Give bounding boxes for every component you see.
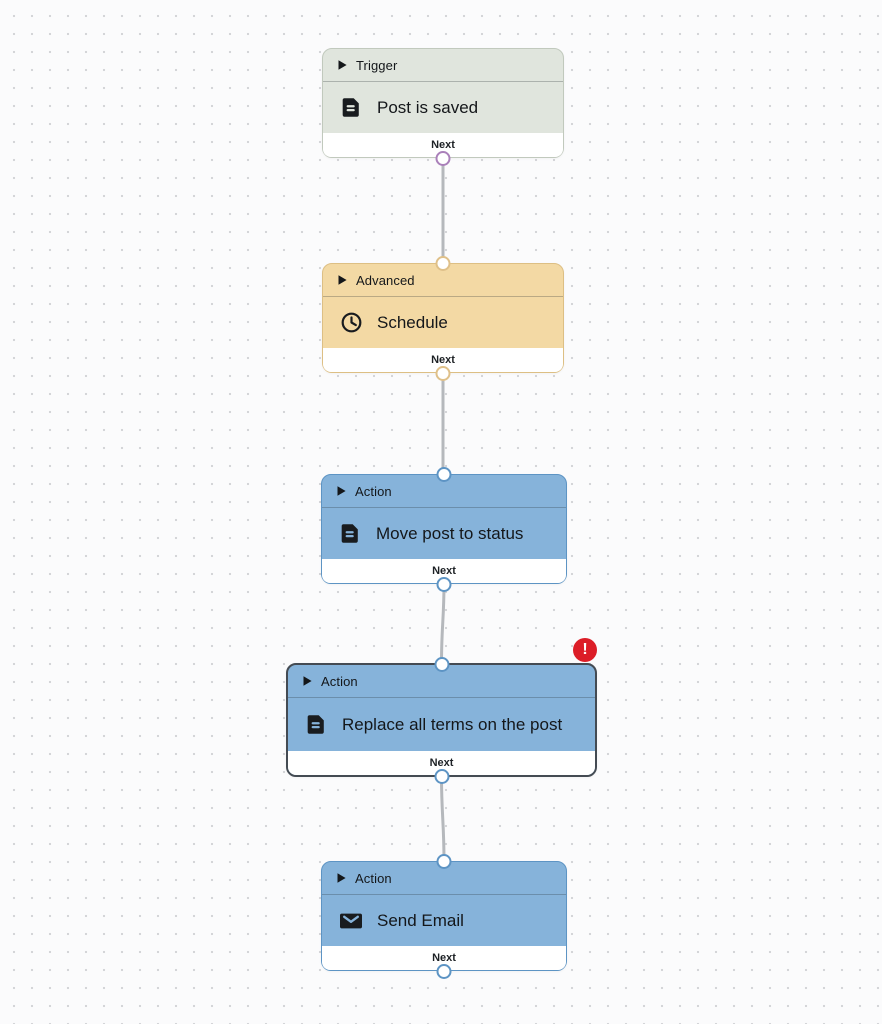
node-body[interactable]: Move post to status (322, 508, 566, 559)
connector-dot-top[interactable] (436, 466, 452, 482)
node-category-label: Action (355, 870, 392, 886)
node-action-replace-all-terms[interactable]: ! Action Replace all terms on the post N… (286, 638, 597, 784)
node-category-label: Advanced (356, 272, 415, 288)
node-category-label: Action (321, 673, 358, 689)
connector-dot-top[interactable] (435, 255, 451, 271)
expand-triangle-icon (337, 873, 346, 883)
next-label: Next (431, 139, 455, 151)
document-icon (305, 713, 328, 736)
node-body[interactable]: Replace all terms on the post (288, 698, 595, 751)
edge-move-to-replace (440, 582, 446, 665)
node-trigger-post-is-saved[interactable]: Trigger Post is saved Next (322, 48, 564, 166)
edge-replace-to-email (440, 775, 446, 863)
node-header[interactable]: Action (288, 665, 595, 698)
clock-icon (340, 311, 363, 334)
node-body[interactable]: Post is saved (323, 82, 563, 133)
node-header[interactable]: Action (322, 862, 566, 895)
node-action-send-email[interactable]: Action Send Email Next (321, 853, 567, 979)
node-category-label: Action (355, 483, 392, 499)
connector-dot-bottom[interactable] (434, 768, 449, 784)
node-title: Post is saved (377, 97, 479, 117)
node-header[interactable]: Advanced (323, 264, 563, 297)
expand-triangle-icon (338, 60, 347, 70)
node-title: Schedule (377, 312, 448, 332)
expand-triangle-icon (303, 676, 312, 686)
node-header[interactable]: Trigger (323, 49, 563, 82)
next-label: Next (429, 757, 454, 769)
email-icon (339, 909, 363, 933)
connector-dot-top[interactable] (434, 656, 449, 672)
expand-triangle-icon (337, 486, 346, 496)
next-label: Next (432, 952, 456, 964)
next-label: Next (432, 565, 456, 577)
connector-dot-bottom[interactable] (436, 963, 452, 979)
connector-dot-bottom[interactable] (436, 576, 452, 592)
node-body[interactable]: Send Email (322, 895, 566, 946)
node-advanced-schedule[interactable]: Advanced Schedule Next (322, 255, 564, 381)
node-header[interactable]: Action (322, 475, 566, 508)
document-icon (339, 522, 362, 545)
connector-dot-bottom[interactable] (435, 365, 451, 381)
node-category-label: Trigger (356, 57, 398, 73)
node-title: Move post to status (376, 523, 524, 543)
connector-dot-bottom[interactable] (435, 150, 451, 166)
document-icon (340, 96, 363, 119)
node-title: Send Email (377, 910, 464, 930)
connector-dot-top[interactable] (436, 853, 452, 869)
error-badge[interactable]: ! (573, 638, 597, 662)
error-glyph: ! (582, 641, 588, 658)
expand-triangle-icon (338, 275, 347, 285)
node-body[interactable]: Schedule (323, 297, 563, 348)
node-action-move-post-to-status[interactable]: Action Move post to status Next (321, 466, 567, 592)
node-title: Replace all terms on the post (342, 714, 563, 734)
next-label: Next (431, 354, 455, 366)
